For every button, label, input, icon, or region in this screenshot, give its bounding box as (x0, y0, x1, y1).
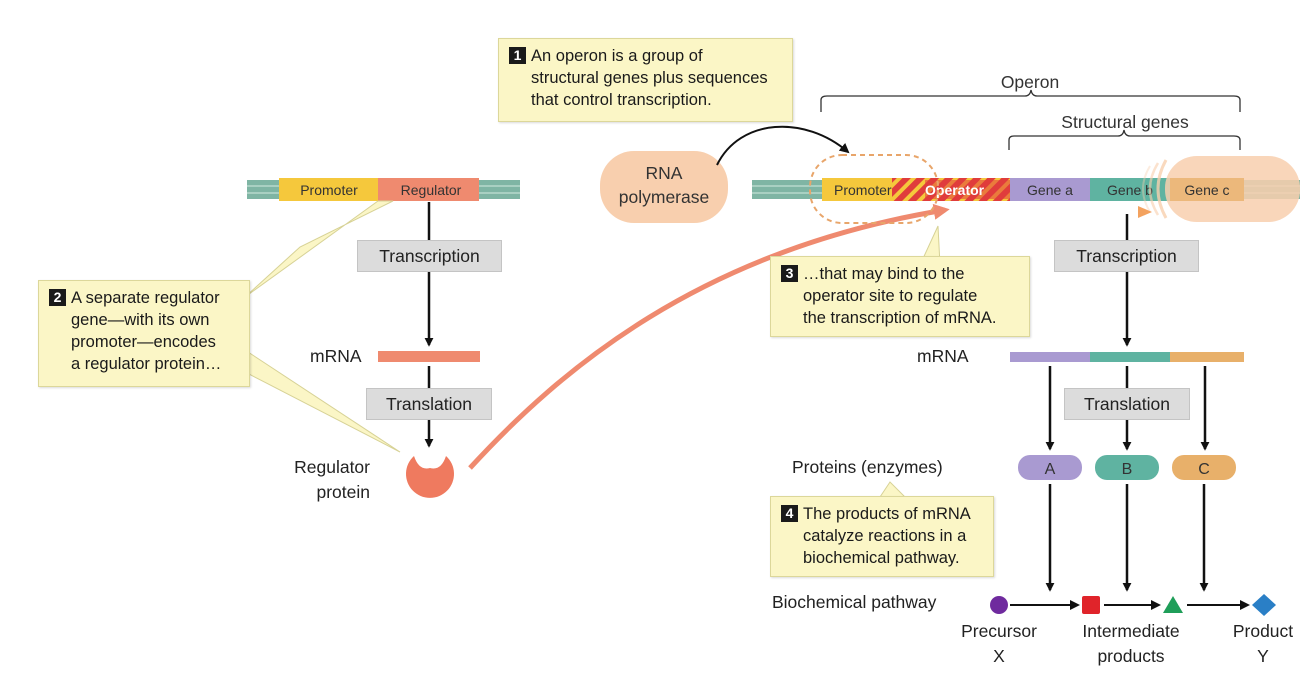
operon-label: Operon (1001, 72, 1059, 92)
mrna-segment-a (1010, 352, 1090, 362)
biochemical-pathway-text: Biochemical pathway (772, 592, 937, 612)
regulator-gene-dna: Promoter Regulator (247, 178, 520, 201)
note-3-line-1: …that may bind to the (803, 265, 965, 283)
regulator-protein-label-2: protein (316, 482, 370, 502)
note-1-line-1: An operon is a group of (531, 47, 703, 65)
left-mrna-text: mRNA (310, 346, 362, 366)
note-1-line-3: that control transcription. (531, 91, 712, 109)
mrna-segment-b (1090, 352, 1170, 362)
note-4-line-1: The products of mRNA (803, 505, 971, 523)
left-translation-box: Translation (366, 388, 492, 420)
enzyme-b-label: B (1122, 461, 1133, 478)
note-2-line-4: a regulator protein… (71, 355, 222, 373)
regulator-protein-label-1: Regulator (294, 457, 370, 477)
intermediate-label: Intermediate products (1066, 619, 1196, 669)
note-3-line-3: the transcription of mRNA. (803, 309, 997, 327)
gene-a-segment (1010, 178, 1090, 201)
note-2-number: 2 (49, 289, 66, 306)
operon-promoter-label: Promoter (834, 182, 892, 198)
note-2-line-3: promoter—encodes (71, 333, 216, 351)
note4-pointer (879, 481, 907, 498)
left-mrna-label: mRNA (310, 346, 362, 367)
note-3-number: 3 (781, 265, 798, 282)
left-translation-label: Translation (386, 394, 472, 414)
regulator-protein-label: Regulator protein (270, 455, 370, 505)
note2-pointer-top (244, 200, 394, 298)
enzyme-c (1172, 455, 1236, 480)
operon-brace (820, 89, 1241, 112)
gene-a-label: Gene a (1027, 182, 1073, 198)
right-translation-box: Translation (1064, 388, 1190, 420)
proteins-enzymes-text: Proteins (enzymes) (792, 457, 943, 477)
structural-genes-label: Structural genes (1061, 112, 1189, 132)
regulator-label: Regulator (401, 182, 462, 198)
note-4-line-3: biochemical pathway. (803, 549, 960, 567)
note-3-line-2: operator site to regulate (803, 287, 978, 305)
operon-dna: Promoter Operator Gene a Gene b Gene c (752, 178, 1300, 201)
regulator-to-operator-arrow (468, 203, 950, 470)
regulator-segment (378, 178, 479, 201)
right-transcription-box: Transcription (1054, 240, 1199, 272)
note-4-number: 4 (781, 505, 798, 522)
polymerase-dashed-outline (809, 154, 939, 224)
note-4: 4 The products of mRNA catalyze reactions… (770, 496, 994, 577)
enzyme-a (1018, 455, 1082, 480)
note-2-line-2: gene—with its own (71, 311, 210, 329)
left-mrna-bar (378, 351, 480, 362)
intermediate-square (1082, 596, 1100, 614)
note-1: 1 An operon is a group of structural gene… (498, 38, 793, 122)
note-4-line-2: catalyze reactions in a (803, 527, 967, 545)
precursor-label-1: Precursor (961, 621, 1037, 641)
intermediate-triangle (1163, 596, 1183, 613)
note-1-line-2: structural genes plus sequences (531, 69, 768, 87)
precursor-label: Precursor X (949, 619, 1049, 669)
mrna-segment-c (1170, 352, 1244, 362)
polymerase-binding-arrow (716, 125, 850, 166)
regulator-promoter-label: Promoter (300, 182, 358, 198)
operon-promoter-segment (822, 178, 892, 201)
biochemical-pathway-label: Biochemical pathway (772, 592, 936, 613)
note-2-line-1: A separate regulator (71, 289, 220, 307)
right-transcription-label: Transcription (1076, 246, 1177, 266)
product-label-1: Product (1232, 621, 1294, 641)
enzyme-a-label: A (1045, 461, 1056, 478)
operator-label: Operator (925, 182, 985, 198)
regulator-protein-shape (406, 456, 454, 498)
note-3: 3 …that may bind to the operator site to … (770, 256, 1030, 337)
product-label-2: Y (1257, 646, 1269, 666)
structural-genes-brace (1008, 129, 1241, 150)
precursor-circle (990, 596, 1008, 614)
rna-polymerase-label-1: RNA (646, 163, 683, 183)
enzyme-b (1095, 455, 1159, 480)
left-transcription-label: Transcription (379, 246, 480, 266)
gene-b-label: Gene b (1107, 182, 1153, 198)
note-1-number: 1 (509, 47, 526, 64)
enzyme-c-label: C (1198, 461, 1210, 478)
left-transcription-box: Transcription (357, 240, 502, 272)
regulator-promoter-segment (279, 178, 378, 201)
intermediate-label-1: Intermediate (1082, 621, 1180, 641)
right-translation-label: Translation (1084, 394, 1170, 414)
intermediate-label-2: products (1097, 646, 1165, 666)
right-mrna-text: mRNA (917, 346, 969, 366)
right-mrna-label: mRNA (917, 346, 969, 367)
product-diamond (1252, 594, 1276, 616)
gene-c-label-overlay: Gene c (1184, 182, 1229, 198)
precursor-label-2: X (993, 646, 1005, 666)
rna-polymerase-label-2: polymerase (619, 187, 709, 207)
proteins-enzymes-label: Proteins (enzymes) (792, 457, 943, 478)
product-label: Product Y (1220, 619, 1306, 669)
rna-polymerase-blob (600, 151, 728, 223)
